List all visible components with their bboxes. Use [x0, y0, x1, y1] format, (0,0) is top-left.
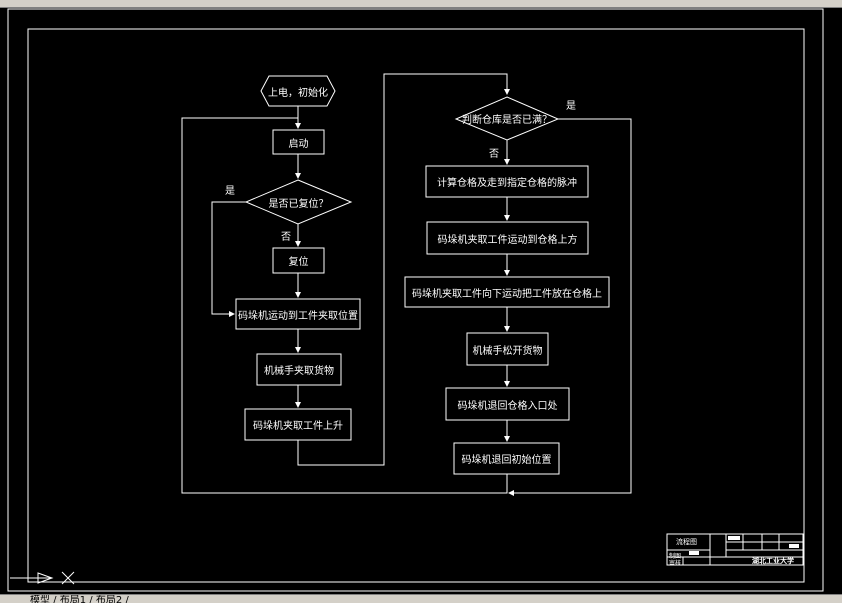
- layout-tabs[interactable]: 模型 / 布局1 / 布局2 /: [30, 595, 129, 603]
- title-block-row-1: 制图: [669, 553, 682, 560]
- reset-no-label: 否: [281, 232, 291, 243]
- title-block: [666, 533, 804, 566]
- start-button-label: 启动: [288, 138, 309, 150]
- reset-yes-label: 是: [225, 186, 235, 197]
- release-label: 机械手松开货物: [472, 345, 543, 357]
- ucs-icon: [10, 571, 75, 585]
- reset-check-label: 是否已复位？: [268, 198, 329, 210]
- return-home-label: 码垛机退回初始位置: [461, 455, 552, 466]
- move-above-slot-label: 码垛机夹取工件运动到仓格上方: [437, 234, 578, 246]
- command-line-strip: 模型 / 布局1 / 布局2 /: [0, 594, 842, 603]
- warehouse-no-label: 否: [489, 149, 499, 160]
- start-terminal-label: 上电，初始化: [268, 87, 328, 99]
- return-home-box: [453, 442, 560, 475]
- reset-action-label: 复位: [288, 257, 309, 268]
- gripper-clamp-label: 机械手夹取货物: [264, 366, 334, 377]
- gripper-clamp-box: [256, 353, 342, 386]
- title-block-row-2: 审核: [669, 560, 682, 567]
- toolbar-strip: [0, 0, 842, 8]
- title-block-school: 湖北工业大学: [752, 557, 794, 565]
- retreat-entrance-label: 码垛机退回仓格入口处: [457, 400, 558, 412]
- warehouse-check-label: 判断仓库是否已满？: [462, 115, 552, 126]
- calc-pulses-label: 计算仓格及走到指定仓格的脉冲: [437, 178, 577, 189]
- lift-workpiece-label: 码垛机夹取工件上升: [253, 421, 343, 432]
- move-to-pick-label: 码垛机运动到工件夹取位置: [238, 310, 358, 322]
- place-in-slot-label: 码垛机夹取工件向下运动把工件放在仓格上: [412, 288, 602, 300]
- start-terminal: [260, 75, 336, 107]
- title-block-drawing-name: 流程图: [676, 538, 697, 546]
- warehouse-yes-label: 是: [566, 101, 576, 112]
- viewport-border: [7, 8, 824, 592]
- drawing-frame: [27, 28, 805, 583]
